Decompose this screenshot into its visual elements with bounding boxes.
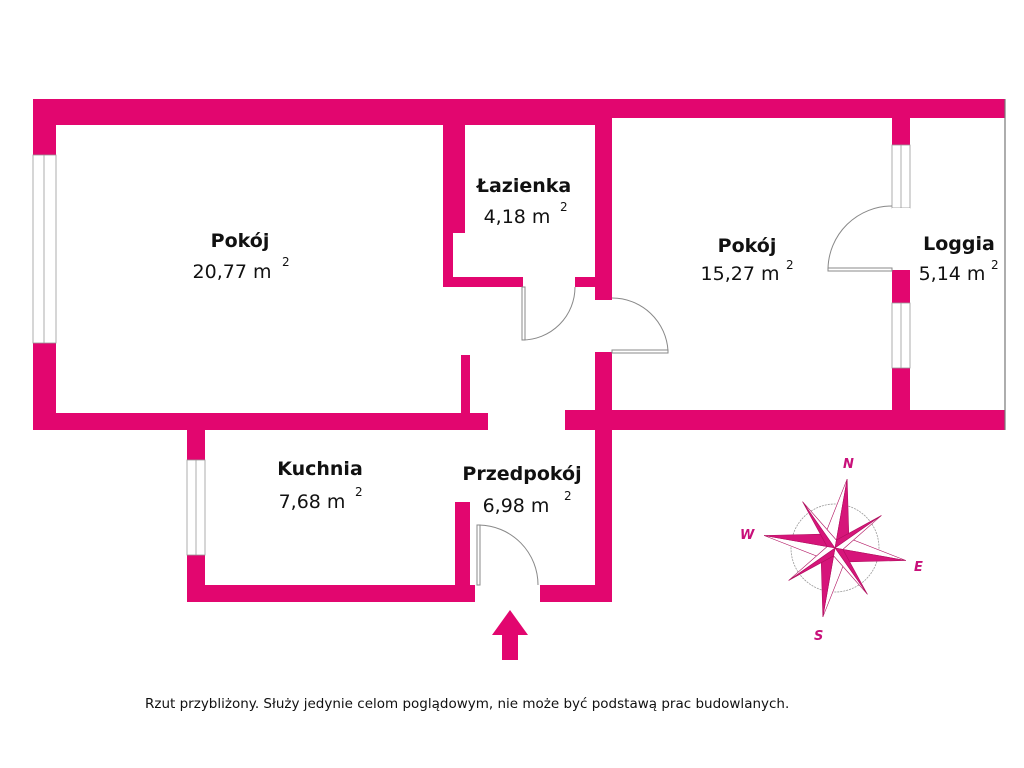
room-area: 6,98 m <box>483 495 550 517</box>
compass-south: S <box>814 629 823 644</box>
room-kuchnia: Kuchnia 7,68 m 2 <box>277 458 363 513</box>
doors <box>476 205 893 586</box>
room-lazienka: Łazienka 4,18 m 2 <box>476 175 571 228</box>
room-area: 15,27 m <box>701 263 780 285</box>
disclaimer-caption: Rzut przybliżony. Służy jedynie celom po… <box>145 696 790 712</box>
room-area: 4,18 m <box>484 206 551 228</box>
room-loggia: Loggia 5,14 m 2 <box>919 233 999 285</box>
room-pokoj-2: Pokój 15,27 m 2 <box>701 235 794 285</box>
room-area-sup: 2 <box>560 200 568 214</box>
room-area-sup: 2 <box>355 485 363 499</box>
room-area-sup: 2 <box>786 258 794 272</box>
room-area: 7,68 m <box>279 491 346 513</box>
room-przedpokoj: Przedpokój 6,98 m 2 <box>462 463 581 517</box>
room-name: Pokój <box>211 230 270 252</box>
door-loggia <box>827 267 893 272</box>
compass-rose-icon <box>763 478 907 618</box>
room-area-sup: 2 <box>282 255 290 269</box>
room-name: Pokój <box>718 235 777 257</box>
room-area: 20,77 m <box>193 261 272 283</box>
compass-north: N <box>843 457 854 472</box>
room-name: Łazienka <box>476 175 571 197</box>
windows <box>32 144 911 556</box>
room-area-sup: 2 <box>991 258 999 272</box>
room-name: Przedpokój <box>462 463 581 485</box>
window-pokoj <box>32 154 57 344</box>
room-area: 5,14 m <box>919 263 986 285</box>
room-name: Kuchnia <box>277 458 363 480</box>
room-pokoj-1: Pokój 20,77 m 2 <box>193 230 290 283</box>
door-room <box>611 349 669 354</box>
door-bathroom <box>521 286 526 341</box>
entrance-arrow-icon <box>492 610 528 660</box>
door-entrance <box>476 524 481 586</box>
compass-west: W <box>740 528 755 543</box>
room-name: Loggia <box>923 233 995 255</box>
room-area-sup: 2 <box>564 489 572 503</box>
compass-east: E <box>914 560 923 575</box>
